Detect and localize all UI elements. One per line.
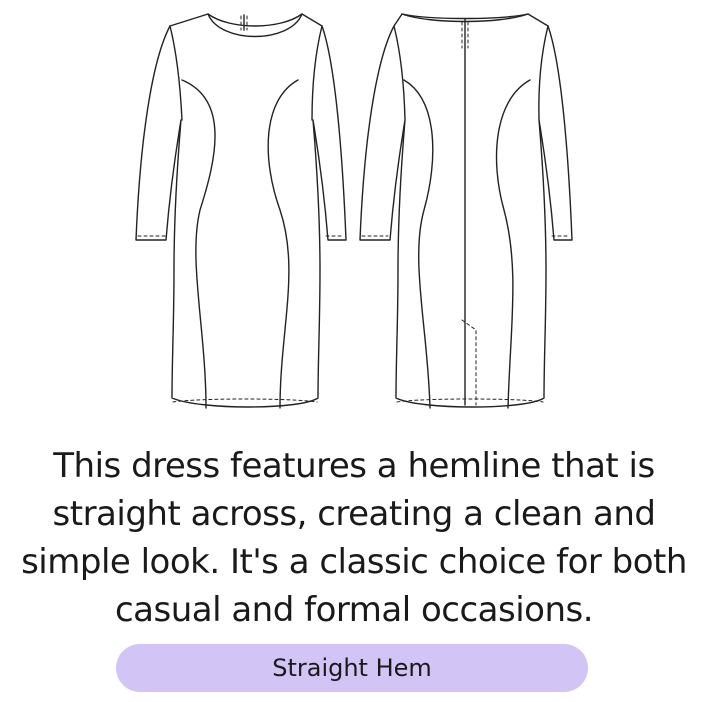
hem-style-label: Straight Hem: [272, 654, 432, 682]
description-line: This dress features a hemline that is: [53, 446, 655, 486]
dress-description: This dress features a hemline that is st…: [0, 442, 708, 634]
description-line: straight across, creating a clean and: [52, 494, 656, 534]
dress-illustration: [135, 13, 573, 409]
dress-back-view: [359, 13, 573, 409]
description-line: casual and formal occasions.: [114, 590, 594, 630]
description-line: simple look. It's a classic choice for b…: [21, 542, 687, 582]
dress-front-view: [135, 13, 347, 409]
hem-style-tag[interactable]: Straight Hem: [116, 644, 588, 692]
